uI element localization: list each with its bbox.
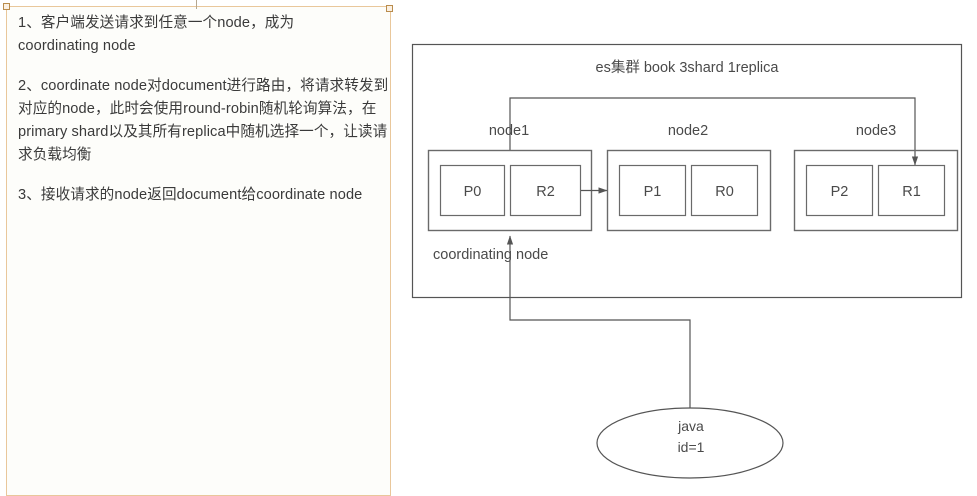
es-cluster-diagram: es集群 book 3shard 1replica node1 P0 R2 no… [400,0,977,489]
note-paragraph-3: 3、接收请求的node返回document给coordinate node [18,187,363,203]
document-ellipse [596,407,784,479]
document-name-label: java [677,418,704,434]
note-text-body: 1、客户端发送请求到任意一个node，成为 coordinating node … [18,12,390,207]
selection-handle-top-left[interactable] [3,3,10,10]
note-paragraph-2: 2、coordinate node对document进行路由，将请求转发到对应的… [18,78,389,163]
node2-label: node2 [668,123,708,139]
node1-shard-p0-label: P0 [464,184,482,200]
cluster-title-label: es集群 book 3shard 1replica [596,59,780,76]
node2-shard-r0-label: R0 [715,184,734,200]
selection-tick-top-center[interactable] [196,0,197,9]
client-request-arrow [506,235,691,408]
note-panel[interactable]: 1、客户端发送请求到任意一个node，成为 coordinating node … [6,6,391,496]
node1-shard-r2-label: R2 [536,184,555,200]
node2-shard-p1-box [618,164,687,217]
node1-shard-r2-box [509,164,582,217]
coordinating-node-label: coordinating node [433,247,548,263]
selection-handle-top-right[interactable] [386,5,393,12]
node2-shard-r0-box [690,164,759,217]
node2-shard-p1-label: P1 [644,184,662,200]
node1-label: node1 [489,123,529,139]
node3-shard-p2-label: P2 [831,184,849,200]
node2-box [606,149,772,232]
note-paragraph-1: 1、客户端发送请求到任意一个node，成为 coordinating node [18,15,295,54]
node3-shard-p2-box [805,164,874,217]
node3-label: node3 [856,123,896,139]
cluster-container [411,43,963,299]
routing-arrow-node1-to-node3 [509,97,919,166]
node1-shard-p0-box [439,164,506,217]
document-id-label: id=1 [678,439,705,455]
node3-shard-r1-label: R1 [902,184,921,200]
node3-shard-r1-box [877,164,946,217]
node3-box [793,149,959,232]
